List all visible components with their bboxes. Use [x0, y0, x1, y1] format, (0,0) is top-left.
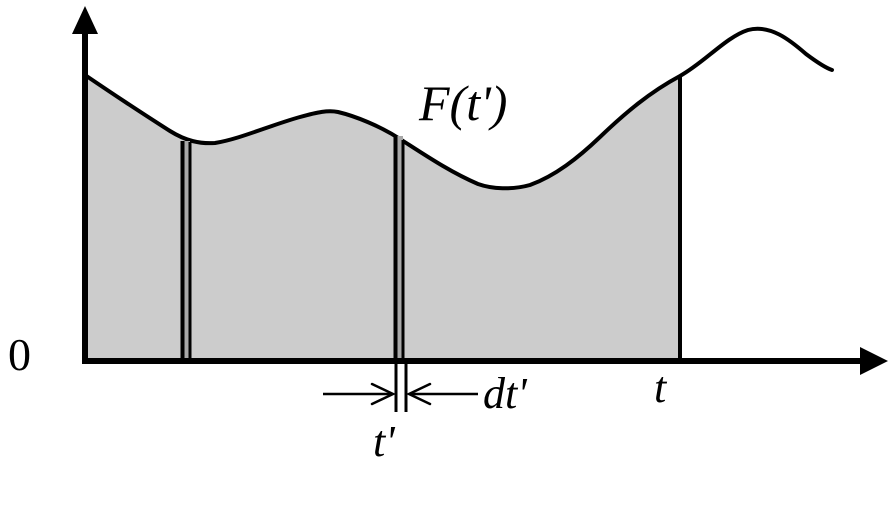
- y-axis-arrowhead-icon: [72, 6, 98, 34]
- strip-fill-left: [182, 141, 190, 361]
- strip-fill-tprime: [395, 136, 403, 361]
- function-curve: [83, 26, 834, 191]
- x-axis-arrowhead-icon: [860, 347, 888, 375]
- shaded-integral-area: [85, 75, 680, 361]
- x-axis-upper-limit-label: t: [654, 363, 667, 412]
- strip-width-label: dt': [483, 369, 527, 418]
- dt-arrow-right-head-icon: [406, 382, 432, 406]
- curve-function-label: F(t'): [419, 75, 508, 131]
- strip-position-label: t': [373, 417, 395, 466]
- origin-label: 0: [8, 329, 31, 380]
- dt-arrow-left-head-icon: [370, 382, 396, 406]
